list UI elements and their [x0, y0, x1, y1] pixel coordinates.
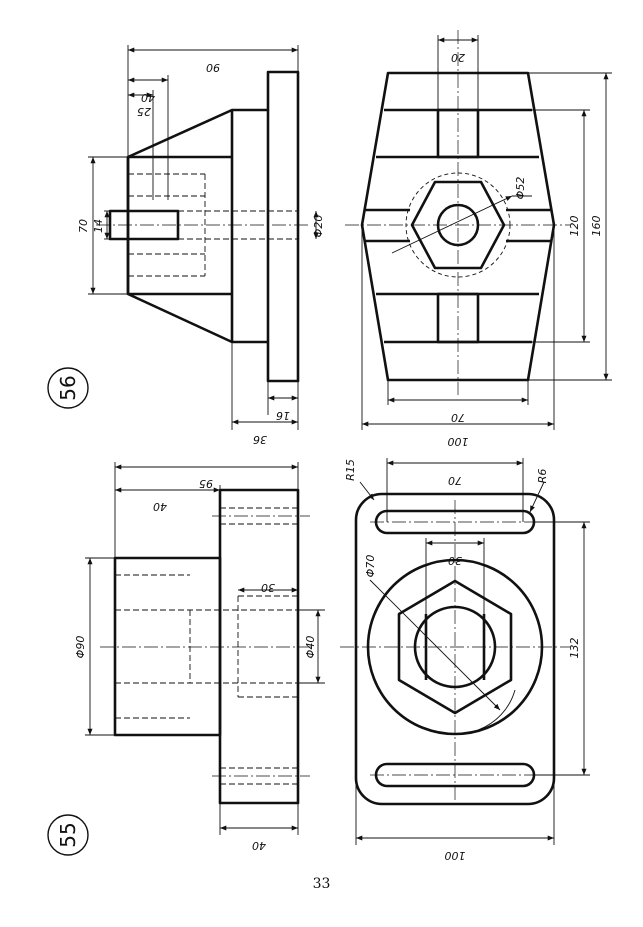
- dim-56-rib-offset-25: 25: [137, 105, 151, 118]
- dim-55-hex-width: 30: [448, 554, 462, 567]
- dim-56-overall-height: 90: [206, 61, 220, 74]
- dim-55-corner-radius: R15: [344, 459, 357, 481]
- dim-56-flange-thickness: 16: [276, 409, 290, 422]
- dim-55-counterbore-depth: 30: [261, 581, 275, 594]
- dim-55-slot-spacing: 70: [448, 474, 462, 487]
- page-number: 33: [312, 876, 331, 892]
- figure-56-side-view: 90 40 25 70 14 Φ20 16 36: [77, 45, 325, 446]
- dim-56-boss-depth: 36: [253, 433, 267, 446]
- figure-55-plan-view: Φ70 R15 R6 70 30 132 100: [340, 458, 590, 862]
- figure-56-label: 56: [47, 367, 89, 409]
- dim-56-inner-length: 120: [568, 216, 581, 237]
- dim-55-outer-diameter: Φ70: [364, 555, 377, 578]
- dim-55-slot-radius: R6: [536, 469, 549, 484]
- dim-55-bore-diameter: Φ40: [304, 636, 317, 659]
- dim-56-bore-diameter: Φ20: [312, 215, 325, 238]
- figure-56-plan-view: Φ52 20 120 160 70 100: [345, 30, 612, 448]
- dim-56-slot-width: 14: [92, 219, 105, 233]
- dim-55-cylinder-height: 40: [153, 500, 167, 513]
- dim-56-base-width: 70: [77, 219, 90, 233]
- dim-56-overall-width: 100: [448, 435, 469, 448]
- figure-55-number: 55: [56, 822, 80, 847]
- dim-55-overall-height: 95: [199, 477, 213, 490]
- dim-56-plan-slot-width: 20: [451, 51, 465, 64]
- figure-56-number: 56: [56, 375, 80, 400]
- figure-55-label: 55: [47, 814, 89, 856]
- dim-56-hex-across-corners: Φ52: [514, 177, 527, 200]
- figure-55-side-view: 95 40 Φ90 30 Φ40 40: [74, 462, 325, 852]
- dim-55-overall-length: 132: [568, 638, 581, 659]
- dim-55-overall-width: 100: [445, 849, 466, 862]
- dim-56-overall-length: 160: [590, 216, 603, 237]
- dim-55-cylinder-diameter: Φ90: [74, 636, 87, 659]
- dim-55-base-thickness: 40: [252, 839, 266, 852]
- dim-56-top-width: 70: [451, 411, 465, 424]
